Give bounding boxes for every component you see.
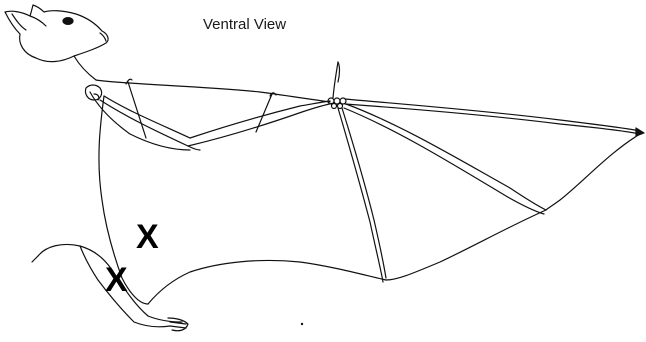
stray-dot (301, 323, 303, 325)
wing-membrane-edge (99, 96, 640, 304)
marker-x-membrane: X (136, 220, 159, 254)
diagram-title: Ventral View (203, 16, 286, 33)
marker-x-leg: X (105, 263, 128, 297)
eye-icon (63, 18, 73, 25)
bat-body (74, 56, 330, 150)
wrist-and-thumb (328, 62, 346, 109)
wing-digits (338, 99, 644, 282)
bat-head (5, 5, 108, 62)
